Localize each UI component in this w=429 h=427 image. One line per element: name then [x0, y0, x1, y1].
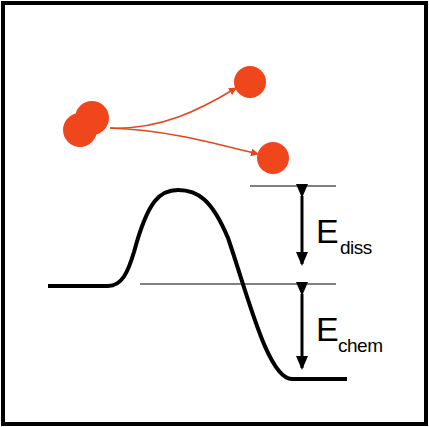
- energy-arrow: [301, 294, 304, 368]
- energy-symbol: E: [316, 312, 339, 346]
- atom: [75, 101, 109, 135]
- dissociation-arrow: [110, 128, 258, 154]
- dissociation-arrow: [110, 88, 236, 128]
- energy-subscript: chem: [338, 336, 382, 355]
- atom: [234, 66, 266, 98]
- level-line: [140, 283, 336, 284]
- energy-arrow: [301, 196, 304, 264]
- energy-symbol: E: [316, 214, 339, 248]
- frame: [3, 3, 426, 424]
- atom: [257, 142, 289, 174]
- level-line: [250, 185, 336, 186]
- energy-curve: [48, 190, 347, 379]
- energy-subscript: diss: [340, 238, 372, 257]
